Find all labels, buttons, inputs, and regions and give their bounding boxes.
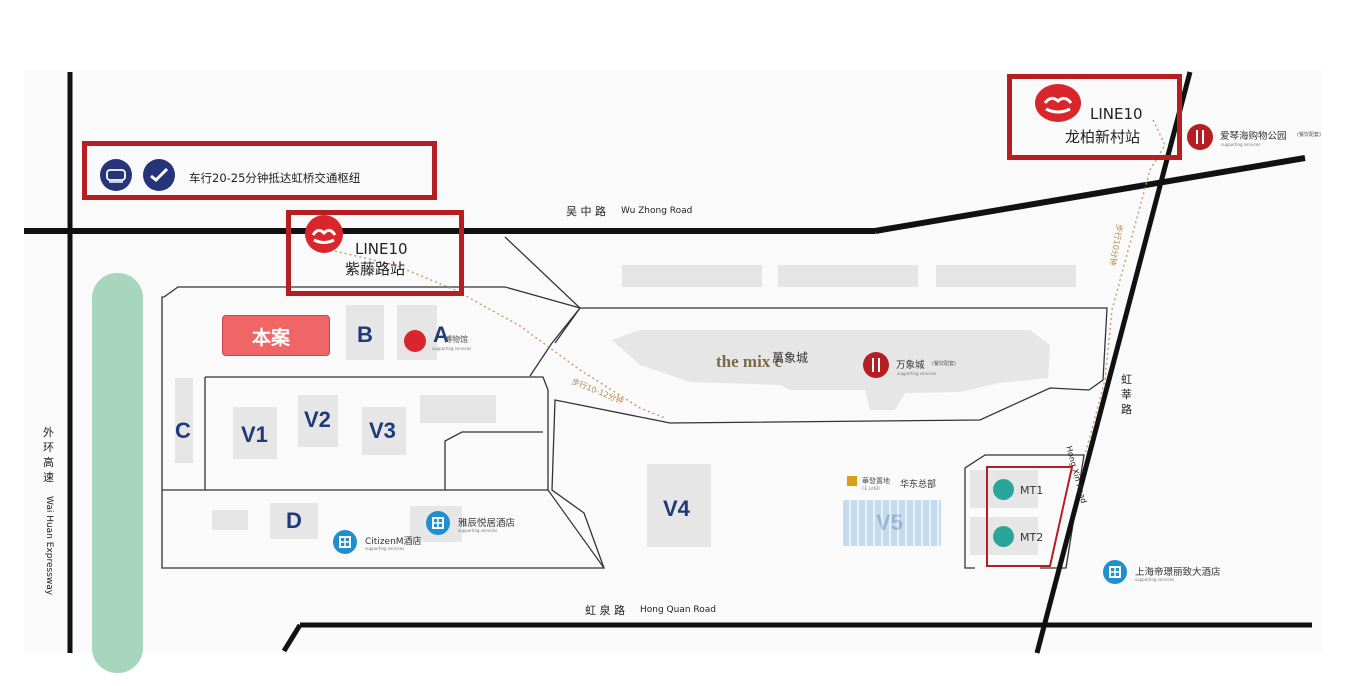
yachen-sub: supporting services [458,528,498,533]
station-name: 龙柏新村站 [1065,128,1141,146]
aiqinhai-note: (餐饮配套) [1297,132,1321,138]
yachen-poi: 雅辰悦居酒店 [458,518,516,529]
wanxiangcheng-dining-note: (餐饮配套) [932,361,956,367]
a-building-poi: 博物馆 [444,335,468,344]
mt2-label[interactable]: MT2 [1020,531,1044,544]
aiqinhai-poi: 爱琴海购物公园 [1220,131,1287,142]
hotel-icon [426,511,450,535]
mixc-logo: the mix c [716,352,783,371]
mt-icon [993,526,1014,547]
building-v4[interactable]: V4 [663,496,690,521]
citizenm-sub: supporting services [365,546,405,551]
building-c[interactable]: C [175,418,191,443]
citizenm-poi: CitizenM酒店 [365,537,422,547]
road-label-wuzhong-en: Wu Zhong Road [621,206,693,216]
station-line: LINE10 [1090,105,1143,123]
hotel-shanghai-sub: supporting services [1135,577,1175,582]
mt-icon [993,479,1014,500]
dining-icon [863,352,889,378]
road-label-wuzhong: 吴 中 路 [566,205,606,218]
a-poi-sub: supporting services [432,346,472,351]
road-label-hongxin: 虹 莘 路 [1121,373,1132,416]
building-b[interactable]: B [357,322,373,347]
building-a[interactable]: A [433,322,449,347]
road-label-hongquan: 虹 泉 路 [585,604,625,617]
station-ziteng-road[interactable] [286,210,464,296]
metro-icon [305,215,343,253]
building-v1[interactable]: V1 [241,422,268,447]
hotel-icon [1103,560,1127,584]
road-label-waihuan-en: Wai Huan Expressway [44,496,54,596]
dining-icon [1187,124,1213,150]
metro-icon [1035,84,1081,122]
transit-banner-text: 车行20-25分钟抵达虹桥交通枢纽 [189,171,361,185]
station-line: LINE10 [355,240,408,258]
building-footprints [175,265,1076,555]
huafa-hq: 华东总部 [900,480,937,490]
wanxiangcheng-sub: supporting services [897,371,937,376]
wanxiangcheng-dining: 万象城 [896,360,925,371]
station-longbai-xincun[interactable] [1007,74,1182,160]
site-dividers [547,489,605,569]
green-belt [92,273,143,673]
transit-banner [82,141,437,200]
huafa-building-illustration [843,500,941,546]
mt1-label[interactable]: MT1 [1020,484,1044,497]
building-v3[interactable]: V3 [369,418,396,443]
huafa-logo-icon [847,476,857,486]
walking-paths [329,119,1166,456]
huafa-brand: 華發置地 [862,477,890,485]
hotel-icon [333,530,357,554]
mixc-sign: 萬象城 [772,351,809,365]
mt-zone-outline [986,466,1074,567]
hotel-shanghai-poi: 上海帝璟丽致大酒店 [1135,567,1221,578]
road-label-hongquan-en: Hong Quan Road [640,605,717,615]
project-marker[interactable] [222,315,330,356]
building-d[interactable]: D [286,508,302,533]
huafa-en: CE LAND [862,486,880,491]
station-name: 紫藤路站 [345,260,406,278]
aiqinhai-sub: supporting services [1221,142,1261,147]
roads [24,71,1312,654]
museum-icon [404,330,426,352]
project-label: 本案 [252,327,291,349]
building-v2[interactable]: V2 [304,407,331,432]
road-label-waihuan: 外 环 高 速 [43,426,54,484]
train-icon [100,159,132,191]
plane-icon [143,159,175,191]
site-outlines [161,236,1108,569]
